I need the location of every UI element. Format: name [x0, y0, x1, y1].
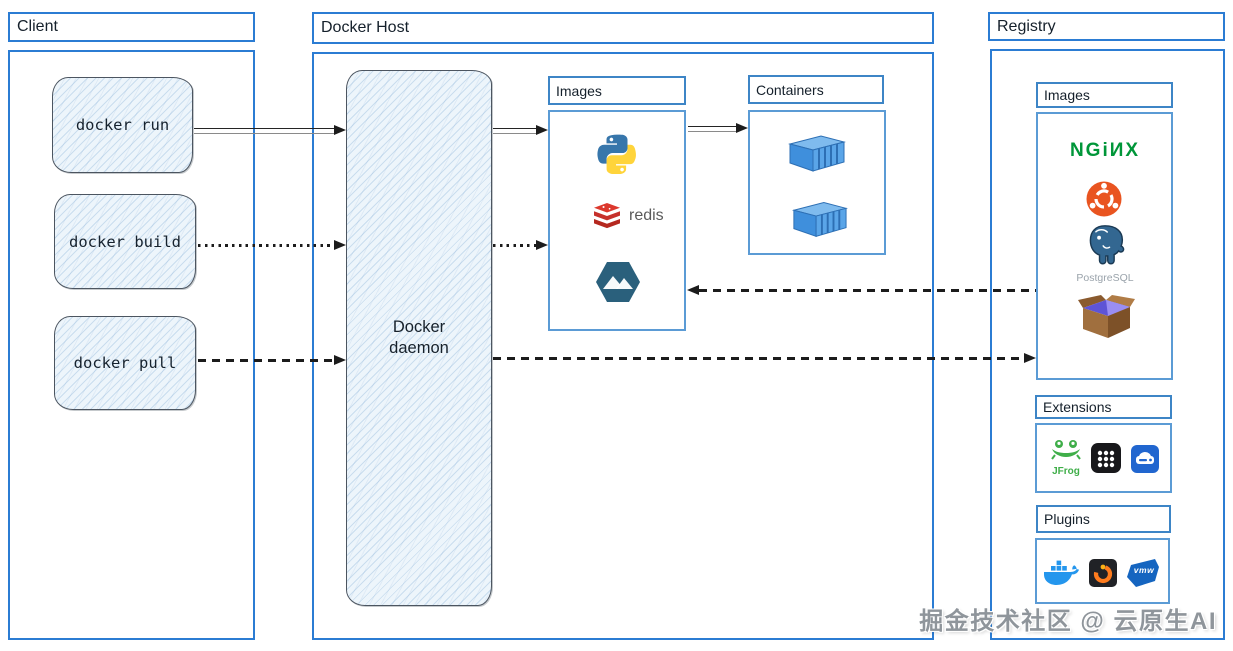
vmware-icon: vmw [1124, 556, 1162, 590]
docker-whale-icon [1043, 560, 1079, 588]
docker-daemon-box: Docker daemon [346, 70, 492, 606]
arrow-registry-to-images [699, 289, 1036, 292]
docker-run-label: docker run [75, 116, 170, 134]
redis-label: redis [629, 207, 664, 224]
jfrog-logo: JFrog [1048, 437, 1084, 477]
redis-image-item: redis [592, 203, 664, 229]
postgresql-label: PostgreSQL [1076, 272, 1134, 284]
arrowhead [687, 285, 699, 295]
busybox-icon [1078, 290, 1136, 342]
alpine-icon [595, 261, 641, 303]
arrowhead [334, 240, 346, 250]
registry-images-title: Images [1044, 87, 1090, 103]
container-icon [790, 197, 848, 239]
grafana-icon [1088, 558, 1118, 588]
arrow-images-to-containers [688, 126, 737, 132]
arrowhead [1024, 353, 1036, 363]
container-icon [786, 131, 846, 173]
disk-drive-icon [1130, 444, 1160, 474]
apps-grid-icon [1090, 442, 1122, 474]
nginx-label: NGiИX [1069, 140, 1141, 161]
containers-titlebar: Containers [748, 75, 884, 104]
docker-daemon-label: Docker daemon [389, 317, 449, 357]
watermark-text: 掘金技术社区 @ 云原生AI [919, 608, 1217, 635]
arrowhead [536, 125, 548, 135]
registry-plugins-titlebar: Plugins [1036, 505, 1171, 533]
docker-pull-label: docker pull [73, 354, 177, 372]
arrow-pull-to-daemon [198, 359, 335, 362]
client-panel-titlebar: Client [8, 12, 255, 42]
arrow-daemon-to-images-dotted [493, 244, 537, 247]
docker-pull-box: docker pull [54, 316, 196, 410]
registry-extensions-titlebar: Extensions [1035, 395, 1172, 419]
docker-build-label: docker build [69, 232, 181, 251]
ubuntu-icon [1086, 181, 1122, 217]
docker-host-panel-title: Docker Host [321, 19, 410, 36]
registry-panel-title: Registry [997, 17, 1056, 35]
registry-panel-titlebar: Registry [988, 12, 1225, 41]
arrow-daemon-to-images [493, 128, 537, 134]
host-images-titlebar: Images [548, 76, 686, 105]
redis-icon [592, 203, 622, 229]
containers-title: Containers [756, 81, 824, 98]
arrow-daemon-to-registry [493, 357, 1025, 360]
jfrog-icon [1049, 437, 1083, 468]
docker-host-panel-titlebar: Docker Host [312, 12, 934, 44]
arrow-run-to-daemon [194, 128, 335, 134]
nginx-logo: NGiИX [1060, 139, 1150, 163]
arrow-build-to-daemon [198, 244, 335, 247]
arrowhead [536, 240, 548, 250]
host-images-title: Images [556, 82, 602, 99]
arrowhead [334, 355, 346, 365]
jfrog-label: JFrog [1052, 466, 1080, 477]
postgresql-logo: PostgreSQL [1076, 224, 1134, 284]
postgresql-icon [1083, 224, 1127, 271]
client-panel-title: Client [17, 18, 58, 35]
arrowhead [736, 123, 748, 133]
registry-extensions-title: Extensions [1043, 399, 1112, 415]
docker-build-box: docker build [54, 194, 196, 289]
vmware-label: vmw [1133, 565, 1155, 575]
arrowhead [334, 125, 346, 135]
python-icon [596, 132, 638, 174]
registry-images-titlebar: Images [1036, 82, 1173, 108]
docker-run-box: docker run [52, 77, 193, 173]
registry-plugins-title: Plugins [1044, 511, 1090, 527]
